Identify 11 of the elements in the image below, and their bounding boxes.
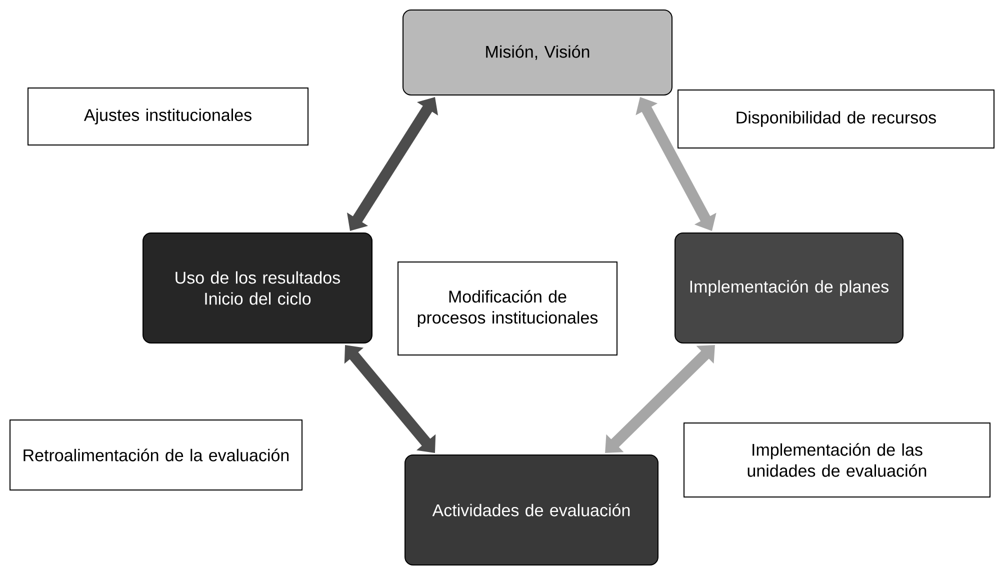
process-box: Actividades de evaluación: [404, 454, 658, 566]
label-box: Disponibilidad de recursos: [678, 90, 994, 148]
process-box: Implementación de planes: [674, 232, 904, 344]
label-box: Ajustes institucionales: [28, 88, 308, 146]
double-arrow: [344, 345, 436, 453]
process-box: Uso de los resultados Inicio del ciclo: [142, 232, 372, 344]
label-box: Implementación de las unidades de evaluación: [684, 422, 990, 498]
label-box: Retroalimentación de la evaluación: [10, 420, 302, 490]
process-box: Misión, Visión: [402, 10, 672, 96]
double-arrow: [605, 345, 715, 453]
label-box: Modificación de procesos institucionales: [398, 262, 618, 356]
